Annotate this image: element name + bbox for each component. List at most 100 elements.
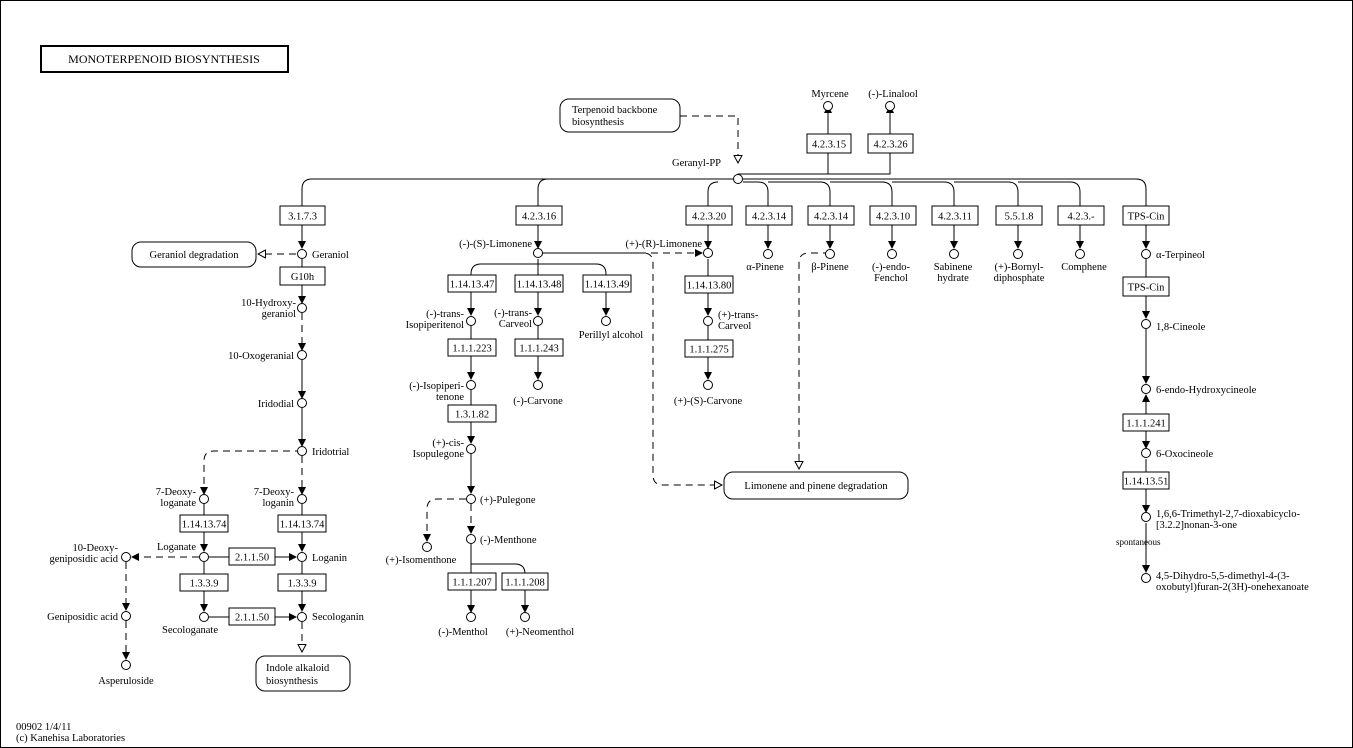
svg-text:4.2.3.16: 4.2.3.16 (522, 212, 556, 223)
compound-node-asperuloside[interactable] (121, 660, 131, 670)
compound-label-bornyl: (+)-Bornyl- (994, 262, 1044, 273)
enzyme-e-1-14-13-49[interactable]: 1.14.13.49 (582, 274, 632, 293)
compound-label-deoxygeniposidic: geniposidic acid (49, 554, 118, 565)
compound-node-sabinene[interactable] (949, 249, 959, 259)
compound-label-cis-isopulegone: Isopulegone (413, 449, 465, 460)
enzyme-e-1-1-1-223[interactable]: 1.1.1.223 (447, 338, 497, 357)
compound-node-bornyl[interactable] (1013, 249, 1023, 259)
compound-node-menthol[interactable] (466, 612, 476, 622)
compound-node-geniposidic[interactable] (121, 611, 131, 621)
compound-label-geranyl-pp: Geranyl-PP (672, 158, 721, 169)
svg-text:1.3.1.82: 1.3.1.82 (455, 410, 489, 421)
enzyme-e-1-3-3-9b[interactable]: 1.3.3.9 (277, 573, 327, 592)
enzyme-e-1-14-13-51[interactable]: 1.14.13.51 (1122, 471, 1170, 490)
compound-node-isopiperitenone[interactable] (466, 380, 476, 390)
enzyme-e-2-1-1-50b[interactable]: 2.1.1.50 (228, 607, 276, 626)
compound-node-a-pinene[interactable] (763, 249, 773, 259)
map-indole-alkaloid[interactable]: Indole alkaloid biosynthesis (255, 655, 351, 692)
enzyme-e-4-2-3-10[interactable]: 4.2.3.10 (869, 205, 917, 226)
compound-label-trimethyl: [3.2.2]nonan-3-one (1156, 520, 1237, 531)
compound-node-comphene[interactable] (1075, 249, 1085, 259)
compound-node-trans-carveol-minus[interactable] (533, 316, 543, 326)
enzyme-e-1-1-1-275[interactable]: 1.1.1.275 (684, 339, 734, 358)
compound-node-fenchol[interactable] (887, 249, 897, 259)
footer-id: 00902 1/4/11 (16, 722, 71, 733)
compound-label-cineole: 1,8-Cineole (1156, 322, 1206, 333)
enzyme-e-tps-cin-1[interactable]: TPS-Cin (1122, 205, 1170, 226)
compound-node-hydroxycineole[interactable] (1141, 384, 1151, 394)
enzyme-e-1-3-3-9a[interactable]: 1.3.3.9 (179, 573, 229, 592)
enzyme-e-4-2-3-26[interactable]: 4.2.3.26 (867, 133, 914, 154)
compound-node-secologanin[interactable] (297, 612, 307, 622)
enzyme-e-1-3-1-82[interactable]: 1.3.1.82 (447, 404, 497, 423)
compound-label-carvone-minus: (-)-Carvone (513, 396, 563, 407)
compound-node-loganin[interactable] (297, 552, 307, 562)
enzyme-e-1-14-13-48[interactable]: 1.14.13.48 (514, 274, 564, 293)
reaction-lines (122, 105, 1150, 660)
enzyme-e-tps-cin-2[interactable]: TPS-Cin (1122, 276, 1170, 297)
compound-node-b-pinene[interactable] (825, 249, 835, 259)
enzyme-e-1-14-13-47[interactable]: 1.14.13.47 (447, 274, 497, 293)
compound-node-menthone[interactable] (466, 534, 476, 544)
compound-node-myrcene[interactable] (823, 101, 833, 111)
enzyme-e-4-2-3-14a[interactable]: 4.2.3.14 (745, 205, 793, 226)
compound-node-trans-isopiperitenol[interactable] (466, 316, 476, 326)
enzyme-e-4-2-3-15[interactable]: 4.2.3.15 (806, 133, 852, 154)
svg-text:1.14.13.51: 1.14.13.51 (1124, 477, 1169, 488)
compound-label-secologanin: Secologanin (312, 612, 365, 623)
enzyme-e-g10h[interactable]: G10h (279, 266, 326, 286)
map-terpenoid-backbone[interactable]: Terpenoid backbone biosynthesis (559, 98, 681, 133)
compound-node-neomenthol[interactable] (520, 612, 530, 622)
compound-node-trimethyl[interactable] (1141, 512, 1151, 522)
map-geraniol-degradation[interactable]: Geraniol degradation (131, 241, 257, 268)
compound-node-carvone-plus[interactable] (703, 380, 713, 390)
enzyme-e-3-1-7-3[interactable]: 3.1.7.3 (279, 205, 326, 226)
compound-node-dihydro[interactable] (1141, 573, 1151, 583)
enzyme-e-1-1-1-208[interactable]: 1.1.1.208 (501, 572, 549, 591)
enzyme-e-1-14-13-74a[interactable]: 1.14.13.74 (179, 514, 229, 533)
compound-node-deoxyloganate[interactable] (199, 494, 209, 504)
compound-node-trans-carveol-plus[interactable] (703, 316, 713, 326)
enzyme-e-1-14-13-74b[interactable]: 1.14.13.74 (277, 514, 327, 533)
map-limonene-pinene-degradation[interactable]: Limonene and pinene degradation (723, 471, 909, 500)
compound-node-pulegone[interactable] (466, 494, 476, 504)
compound-node-geraniol[interactable] (297, 249, 307, 259)
compound-node-deoxyloganin[interactable] (297, 494, 307, 504)
compound-node-isomenthone[interactable] (422, 542, 432, 552)
compound-node-oxogeranial[interactable] (297, 350, 307, 360)
compound-node-cineole[interactable] (1141, 319, 1151, 329)
compound-node-iridodial[interactable] (297, 398, 307, 408)
enzyme-e-4-2-3-11[interactable]: 4.2.3.11 (931, 205, 979, 226)
enzyme-e-4-2-3-dash[interactable]: 4.2.3.- (1057, 205, 1105, 226)
compound-node-r-limonene[interactable] (703, 248, 713, 258)
compound-node-secologanate[interactable] (199, 612, 209, 622)
enzyme-e-4-2-3-14b[interactable]: 4.2.3.14 (807, 205, 855, 226)
compound-node-carvone-minus[interactable] (533, 380, 543, 390)
compound-node-perillyl[interactable] (601, 316, 611, 326)
compound-node-s-limonene[interactable] (533, 248, 543, 258)
enzyme-e-2-1-1-50a[interactable]: 2.1.1.50 (228, 547, 276, 566)
compound-label-deoxyloganate: loganate (160, 498, 196, 509)
compound-label-pulegone: (+)-Pulegone (480, 495, 536, 506)
compound-node-geranyl-pp[interactable] (733, 174, 743, 184)
compound-label-hydroxycineole: 6-endo-Hydroxycineole (1156, 385, 1257, 396)
compound-node-linalool[interactable] (885, 101, 895, 111)
enzyme-e-1-1-1-241[interactable]: 1.1.1.241 (1122, 413, 1170, 432)
compound-node-oxocineole[interactable] (1141, 448, 1151, 458)
enzyme-e-1-1-1-243[interactable]: 1.1.1.243 (514, 338, 564, 357)
enzyme-e-4-2-3-16[interactable]: 4.2.3.16 (515, 205, 563, 226)
svg-text:1.3.3.9: 1.3.3.9 (288, 579, 317, 590)
compound-node-hydroxygeraniol[interactable] (297, 303, 307, 313)
enzyme-e-5-5-1-8[interactable]: 5.5.1.8 (995, 205, 1043, 226)
enzyme-e-1-1-1-207[interactable]: 1.1.1.207 (447, 572, 497, 591)
compound-node-deoxygeniposidic[interactable] (121, 552, 131, 562)
compound-node-iridotrial[interactable] (297, 446, 307, 456)
compound-node-a-terpineol[interactable] (1141, 249, 1151, 259)
compound-node-loganate[interactable] (199, 552, 209, 562)
enzyme-e-4-2-3-20[interactable]: 4.2.3.20 (685, 205, 733, 226)
footer-copyright: (c) Kanehisa Laboratories (16, 733, 125, 744)
svg-text:1.14.13.74: 1.14.13.74 (280, 520, 325, 531)
compound-label-trimethyl: 1,6,6-Trimethyl-2,7-dioxabicyclo- (1156, 509, 1300, 520)
enzyme-e-1-14-13-80[interactable]: 1.14.13.80 (684, 275, 734, 294)
compound-node-cis-isopulegone[interactable] (466, 444, 476, 454)
